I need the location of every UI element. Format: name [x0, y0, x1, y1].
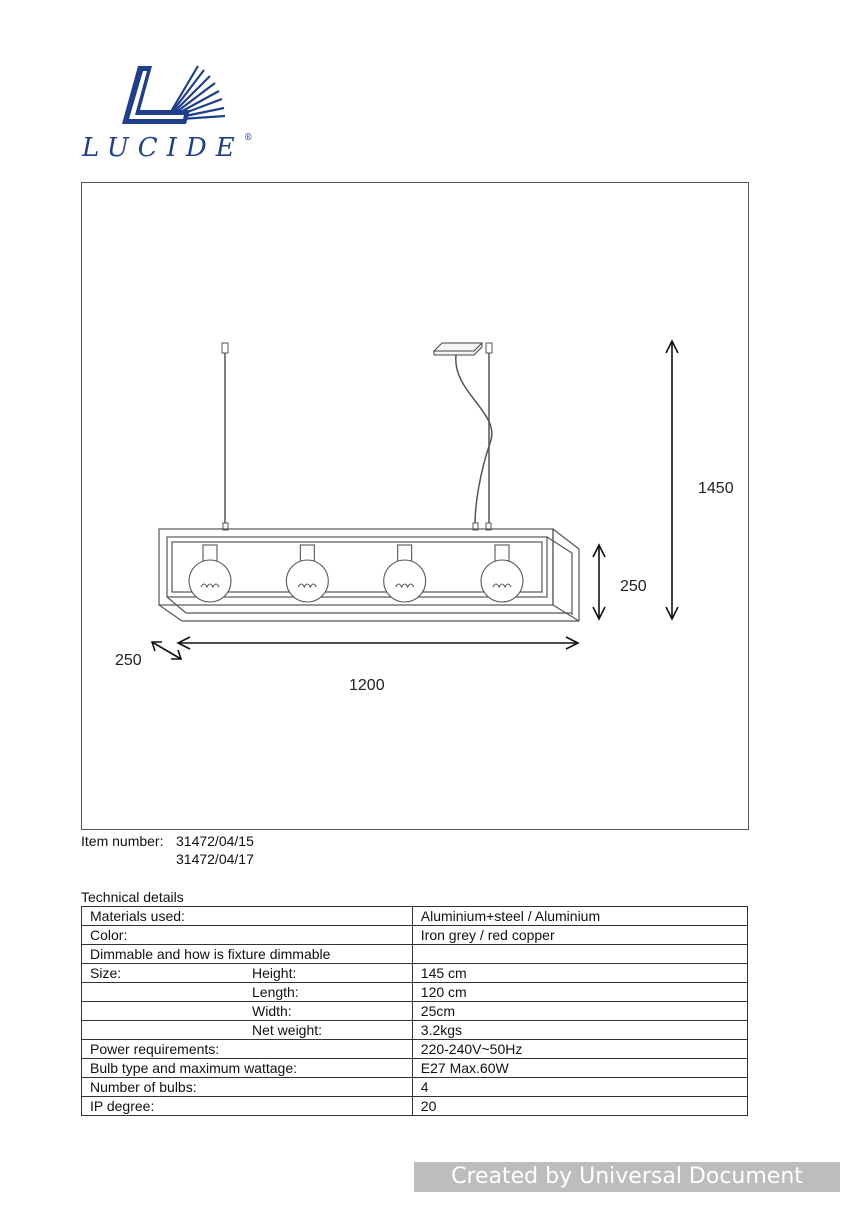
- lamp-frame: [158, 528, 580, 622]
- table-row: Number of bulbs: 4: [81, 1077, 749, 1097]
- row-label-cell: Dimmable and how is fixture dimmable: [81, 944, 413, 964]
- pendant-lamp-drawing: 1450 250 250 1200: [115, 339, 734, 694]
- technical-details-table: Materials used: Aluminium+steel / Alumini…: [81, 906, 749, 1116]
- row-label-cell: Length:: [81, 982, 413, 1002]
- table-row: Color: Iron grey / red copper: [81, 925, 749, 945]
- item-number-label: Item number:: [81, 833, 164, 849]
- bulb: [383, 559, 427, 603]
- table-row: Materials used: Aluminium+steel / Alumini…: [81, 906, 749, 926]
- wire-clamp-left: [221, 342, 229, 354]
- dim-label-height: 250: [620, 578, 647, 595]
- row-label: Number of bulbs:: [90, 1079, 197, 1095]
- row-label-cell: Bulb type and maximum wattage:: [81, 1058, 413, 1078]
- row-label-cell: Color:: [81, 925, 413, 945]
- bulb-filament: [297, 583, 317, 589]
- bulb: [285, 559, 329, 603]
- row-label: Color:: [90, 927, 128, 943]
- row-label-cell: Width:: [81, 1001, 413, 1021]
- row-label-cell: Net weight:: [81, 1020, 413, 1040]
- lucide-logo-mark: [122, 65, 226, 124]
- row-label: Materials used:: [90, 908, 185, 924]
- item-number-1: 31472/04/15: [176, 833, 254, 849]
- power-cable: [455, 354, 493, 526]
- item-number-2: 31472/04/17: [176, 851, 254, 867]
- bulb: [188, 559, 232, 603]
- dim-label-total-height: 1450: [698, 480, 734, 497]
- bulb: [480, 559, 524, 603]
- technical-drawing: 1450 250 250 1200: [81, 182, 749, 830]
- row-sublabel: Width:: [252, 1003, 292, 1019]
- brand-name: LUCIDE®: [82, 133, 253, 163]
- table-row: Net weight: 3.2kgs: [81, 1020, 749, 1040]
- row-value: E27 Max.60W: [411, 1058, 749, 1078]
- row-label: IP degree:: [90, 1098, 155, 1114]
- row-label-cell: Number of bulbs:: [81, 1077, 413, 1097]
- row-value: 220-240V~50Hz: [411, 1039, 749, 1059]
- lucide-logo: [80, 58, 240, 168]
- wire-clamp-right: [485, 342, 493, 354]
- table-row: Size: Height: 145 cm: [81, 963, 749, 983]
- row-value: 25cm: [411, 1001, 749, 1021]
- row-sublabel: Length:: [252, 984, 299, 1000]
- row-label-cell: Materials used:: [81, 906, 413, 926]
- row-value: [411, 944, 749, 964]
- bulb-filament: [395, 583, 415, 589]
- dim-label-length: 1200: [349, 677, 385, 694]
- table-row: Power requirements: 220-240V~50Hz: [81, 1039, 749, 1059]
- row-label: Size:: [90, 965, 122, 981]
- row-value: Iron grey / red copper: [411, 925, 749, 945]
- row-label: Power requirements:: [90, 1041, 220, 1057]
- converter-watermark: Created by Universal Document Converter: [414, 1162, 840, 1219]
- row-sublabel: Net weight:: [252, 1022, 323, 1038]
- row-label-cell: Power requirements:: [81, 1039, 413, 1059]
- table-row: Bulb type and maximum wattage: E27 Max.60…: [81, 1058, 749, 1078]
- row-value: Aluminium+steel / Aluminium: [411, 906, 749, 926]
- row-value: 120 cm: [411, 982, 749, 1002]
- row-sublabel: Height:: [252, 965, 297, 981]
- technical-details-title: Technical details: [81, 889, 184, 905]
- bulb-filament: [200, 583, 220, 589]
- row-label: Bulb type and maximum wattage:: [90, 1060, 297, 1076]
- table-row: Length: 120 cm: [81, 982, 749, 1002]
- dim-label-depth: 250: [115, 652, 142, 669]
- table-row: IP degree: 20: [81, 1096, 749, 1116]
- row-label-cell: IP degree:: [81, 1096, 413, 1116]
- table-row: Dimmable and how is fixture dimmable: [81, 944, 749, 964]
- bulb-filament: [492, 583, 512, 589]
- table-row: Width: 25cm: [81, 1001, 749, 1021]
- row-label-cell: Size: Height:: [81, 963, 413, 983]
- row-label: Dimmable and how is fixture dimmable: [90, 946, 331, 962]
- row-value: 145 cm: [411, 963, 749, 983]
- row-value: 20: [411, 1096, 749, 1116]
- dim-arrow-depth: [151, 641, 182, 660]
- row-value: 3.2kgs: [411, 1020, 749, 1040]
- ceiling-canopy: [432, 342, 484, 356]
- row-value: 4: [411, 1077, 749, 1097]
